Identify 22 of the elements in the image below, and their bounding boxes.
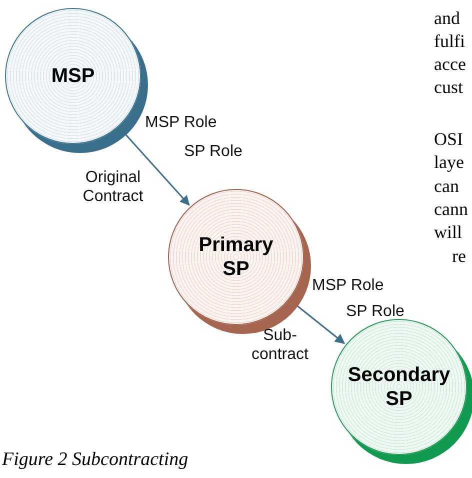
body-text-fragment: and <box>434 8 460 29</box>
role-label: SP Role <box>184 142 242 161</box>
node-label: MSP <box>51 64 95 88</box>
body-text-fragment: cann <box>434 199 468 220</box>
edge-label: Sub- contract <box>250 326 310 364</box>
node-label: Secondary SP <box>346 363 452 411</box>
figure-caption: Figure 2 Subcontracting <box>2 448 188 472</box>
edge-label: Original Contract <box>82 168 144 206</box>
body-text-fragment: will <box>434 222 462 243</box>
arrow <box>296 305 346 344</box>
body-text-fragment: OSI <box>434 129 464 150</box>
arrow <box>124 133 190 206</box>
body-text-fragment: laye <box>434 152 464 173</box>
role-label: MSP Role <box>145 113 217 132</box>
body-text-fragment: fulfi <box>434 31 465 52</box>
body-text-fragment: re <box>452 246 466 267</box>
node-label: Primary SP <box>198 233 274 281</box>
role-label: MSP Role <box>312 276 384 295</box>
body-text-fragment: can <box>434 176 459 197</box>
body-text-fragment: acce <box>434 54 466 75</box>
body-text-fragment: cust <box>434 77 463 98</box>
role-label: SP Role <box>346 302 404 321</box>
